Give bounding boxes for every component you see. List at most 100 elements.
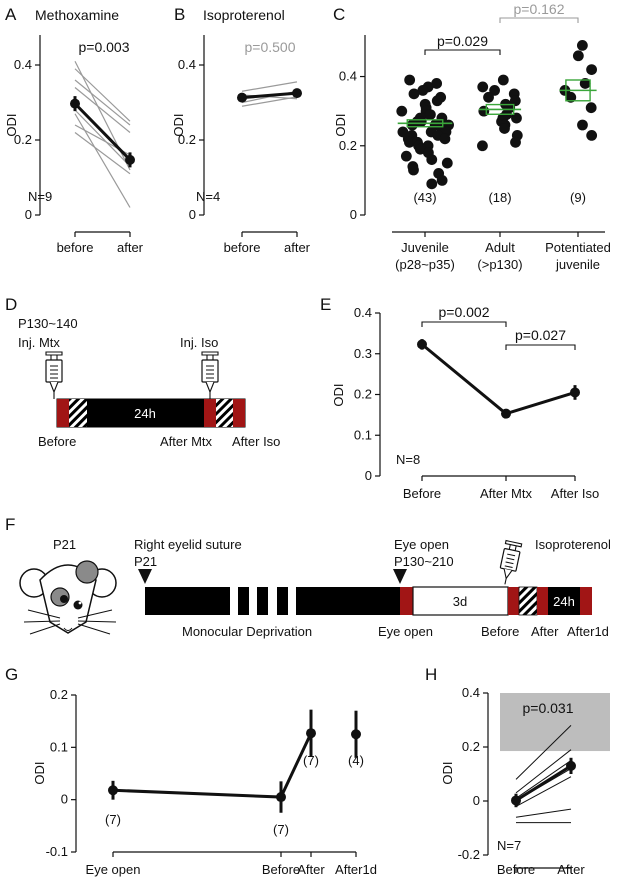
y-axis-label: ODI bbox=[171, 113, 186, 136]
data-point bbox=[406, 119, 418, 131]
mean-point bbox=[70, 98, 80, 109]
y-tick-label: -0.1 bbox=[46, 844, 68, 859]
data-point bbox=[577, 119, 588, 131]
panel-letter-e: E bbox=[320, 295, 331, 314]
d-hatch-block bbox=[69, 399, 87, 427]
y-tick-label: 0.2 bbox=[462, 739, 480, 754]
individual-line bbox=[74, 113, 131, 208]
panel-letter-c: C bbox=[333, 5, 345, 24]
f-block bbox=[238, 587, 249, 615]
f-block bbox=[296, 587, 400, 615]
data-point bbox=[511, 112, 522, 124]
individual-line bbox=[241, 96, 298, 107]
y-tick-label: 0 bbox=[365, 468, 372, 483]
count-label: (7) bbox=[105, 812, 121, 827]
y-tick-label: 0.4 bbox=[462, 685, 480, 700]
f-label-after1d: After1d bbox=[567, 624, 609, 639]
y-axis-label: ODI bbox=[4, 113, 19, 136]
mean-point bbox=[292, 88, 302, 99]
f-block bbox=[548, 587, 580, 615]
panel-letter-g: G bbox=[5, 665, 18, 684]
data-point bbox=[436, 112, 448, 124]
f-eye-open-age: P130~210 bbox=[394, 554, 454, 569]
y-tick-label: 0 bbox=[61, 792, 68, 807]
f-eye-open-title: Eye open bbox=[394, 537, 449, 552]
mean-point bbox=[108, 785, 118, 796]
count-label: (43) bbox=[413, 190, 436, 205]
d-hatch-block bbox=[216, 399, 233, 427]
data-point bbox=[408, 88, 420, 100]
f-suture-title: Right eyelid suture bbox=[134, 537, 242, 552]
individual-line bbox=[74, 79, 131, 126]
chart-b-title: Isoproterenol bbox=[203, 7, 285, 23]
data-point bbox=[431, 78, 443, 89]
panel-letter-d: D bbox=[5, 295, 17, 314]
x-tick-label: Before bbox=[262, 862, 300, 877]
d-red-block bbox=[233, 399, 245, 427]
f-suture-age: P21 bbox=[134, 554, 157, 569]
data-point bbox=[477, 140, 488, 152]
individual-line bbox=[74, 87, 131, 133]
data-point bbox=[477, 81, 489, 93]
panel-letter-f: F bbox=[5, 515, 15, 534]
individual-line bbox=[515, 725, 572, 780]
x-tick-label: (p28~p35) bbox=[395, 257, 455, 272]
f-drug-label: Isoproterenol bbox=[535, 537, 611, 552]
y-axis-label: ODI bbox=[331, 383, 346, 406]
syringe-icon bbox=[45, 351, 63, 399]
data-point bbox=[441, 157, 453, 169]
data-point bbox=[439, 133, 451, 145]
panel-letter-b: B bbox=[174, 5, 185, 24]
p-value-annotation: p=0.500 bbox=[245, 39, 296, 55]
count-label: (7) bbox=[273, 822, 289, 837]
data-point bbox=[400, 150, 412, 162]
x-tick-label: Before bbox=[403, 486, 441, 501]
count-label: (4) bbox=[348, 753, 364, 768]
x-tick-label: After Mtx bbox=[480, 486, 533, 501]
f-block bbox=[145, 587, 230, 615]
y-tick-label: 0.1 bbox=[354, 427, 372, 442]
mean-point bbox=[306, 728, 316, 739]
f-label-after: After bbox=[531, 624, 559, 639]
y-tick-label: 0 bbox=[189, 207, 196, 222]
d-inj-iso-label: Inj. Iso bbox=[180, 335, 218, 350]
individual-line bbox=[241, 81, 298, 92]
data-point bbox=[586, 64, 597, 76]
y-tick-label: 0.2 bbox=[339, 138, 357, 153]
data-point bbox=[404, 136, 415, 148]
y-tick-label: 0 bbox=[25, 207, 32, 222]
data-point bbox=[565, 91, 577, 103]
data-point bbox=[424, 109, 436, 121]
f-label-before: Before bbox=[481, 624, 519, 639]
n-label: N=4 bbox=[196, 189, 220, 204]
y-axis-label: ODI bbox=[32, 761, 47, 784]
data-point bbox=[585, 102, 597, 114]
f-days-label: 3d bbox=[453, 594, 467, 609]
x-tick-label: After Iso bbox=[551, 486, 599, 501]
data-point bbox=[572, 50, 584, 62]
d-red-block bbox=[57, 399, 69, 427]
individual-line bbox=[515, 776, 572, 807]
n-label: N=8 bbox=[396, 452, 420, 467]
x-tick-label: before bbox=[57, 240, 94, 255]
x-tick-label: After bbox=[297, 862, 325, 877]
data-point bbox=[579, 78, 591, 89]
f-label-eye-open: Eye open bbox=[378, 624, 433, 639]
f-red-block bbox=[580, 587, 592, 615]
schematic-d: P130~140 Inj. Mtx Inj. Iso bbox=[18, 316, 280, 449]
f-hatch-block bbox=[518, 586, 538, 616]
f-red-block bbox=[537, 587, 548, 615]
d-label-after-iso: After Iso bbox=[232, 434, 280, 449]
mean-point bbox=[351, 729, 361, 740]
chart-c: 00.20.4ODI(43)(18)(9)Juvenile(p28~p35)Ad… bbox=[333, 1, 611, 272]
syringe-icon bbox=[499, 539, 523, 585]
individual-line bbox=[515, 749, 572, 794]
y-tick-label: 0.4 bbox=[14, 57, 32, 72]
x-tick-label: After1d bbox=[335, 862, 377, 877]
mean-line bbox=[421, 343, 576, 416]
x-tick-label: before bbox=[224, 240, 261, 255]
f-age-label: P21 bbox=[53, 537, 76, 552]
